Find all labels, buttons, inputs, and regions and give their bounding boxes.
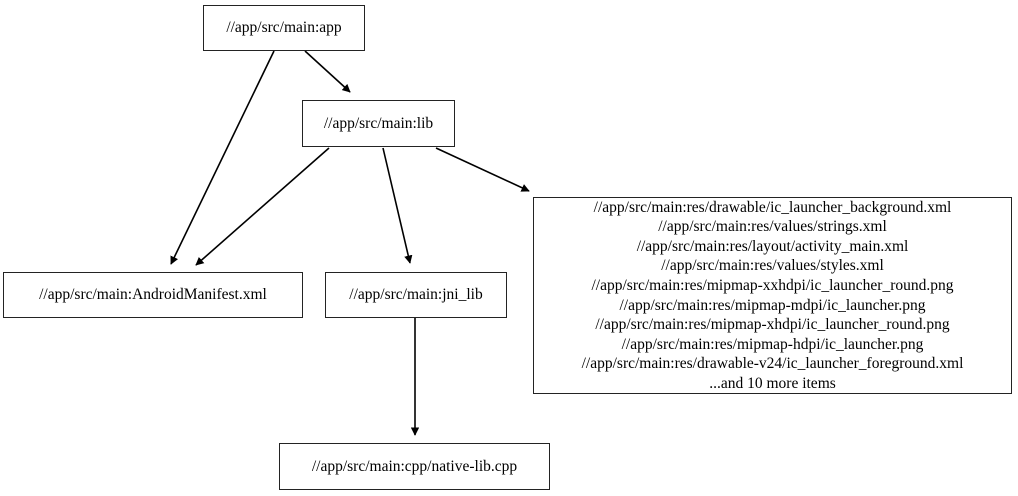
node-android-manifest-label: //app/src/main:AndroidManifest.xml <box>39 286 267 304</box>
node-native-lib-cpp[interactable]: //app/src/main:cpp/native-lib.cpp <box>279 443 550 490</box>
node-res-group[interactable]: //app/src/main:res/drawable/ic_launcher_… <box>533 197 1012 394</box>
node-jni-lib-label: //app/src/main:jni_lib <box>349 286 483 304</box>
node-native-lib-cpp-label: //app/src/main:cpp/native-lib.cpp <box>311 457 518 475</box>
node-app-label: //app/src/main:app <box>226 19 342 37</box>
node-jni-lib[interactable]: //app/src/main:jni_lib <box>325 272 507 318</box>
node-android-manifest[interactable]: //app/src/main:AndroidManifest.xml <box>3 272 303 318</box>
node-app[interactable]: //app/src/main:app <box>203 5 365 51</box>
edge-app-to-lib <box>304 50 351 93</box>
node-lib[interactable]: //app/src/main:lib <box>302 100 455 147</box>
node-lib-label: //app/src/main:lib <box>323 114 434 132</box>
edge-app-to-manifest <box>170 50 275 265</box>
edge-lib-to-res <box>435 147 530 192</box>
edge-lib-to-manifest <box>195 147 330 266</box>
edge-lib-to-jni-lib <box>382 147 413 264</box>
node-res-group-label: //app/src/main:res/drawable/ic_launcher_… <box>581 198 964 392</box>
